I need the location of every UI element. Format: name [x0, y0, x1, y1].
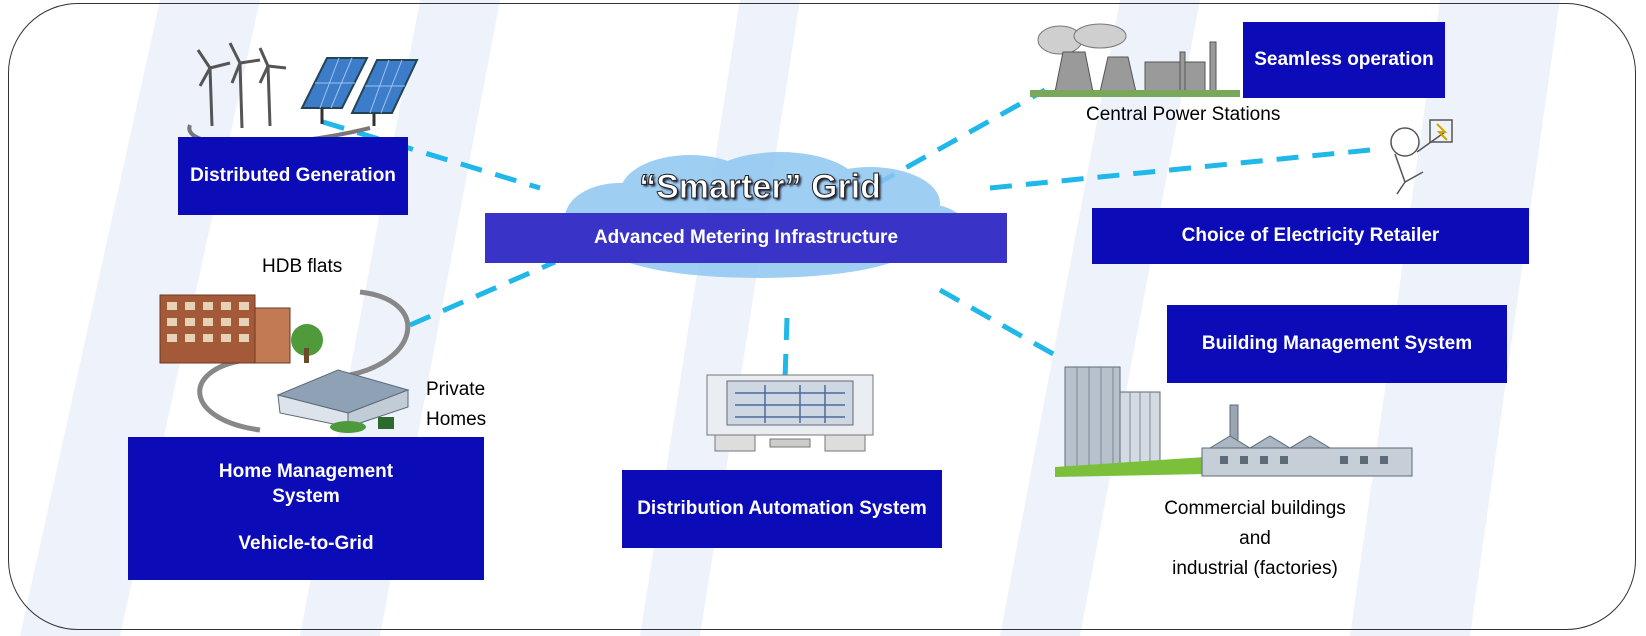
label-central-power-stations: Central Power Stations [1086, 104, 1281, 125]
homes-loop [197, 289, 411, 433]
office-tower-icon [1055, 366, 1205, 477]
label-private-1: Private [426, 379, 486, 400]
box-choice-of-retailer: Choice of Electricity Retailer [1092, 208, 1529, 264]
control-console-icon [706, 374, 874, 452]
label-commercial-3: industrial (factories) [1172, 558, 1338, 579]
solar-panel-icon [300, 57, 419, 126]
label-hdb-flats: HDB flats [262, 256, 343, 277]
box-seamless-operation: Seamless operation [1243, 22, 1445, 98]
label-commercial-1: Commercial buildings [1164, 498, 1346, 519]
hub-advanced-metering: Advanced Metering Infrastructure [485, 213, 1007, 263]
line-to-power-stations [873, 87, 1047, 188]
factory-icon [1201, 404, 1413, 477]
home-management-label: Home Management System [218, 461, 394, 508]
apartment-building-icon [159, 294, 323, 364]
box-home-management: Home Management System Vehicle-to-Grid [128, 437, 484, 580]
rounded-frame [8, 3, 1636, 630]
cartoon-person-icon [1390, 119, 1453, 195]
label-private-2: Homes [426, 409, 487, 430]
line-to-retailer [989, 147, 1371, 191]
line-to-distribution [782, 317, 790, 381]
line-to-buildings [938, 287, 1057, 358]
vehicle-to-grid-label: Vehicle-to-Grid [238, 532, 374, 554]
grid-title: “Smarter” Grid [639, 167, 882, 206]
wind-turbine-icon [196, 42, 287, 128]
house-icon [276, 369, 410, 433]
label-commercial-2: and [1239, 528, 1271, 549]
power-station-icon [1030, 23, 1240, 97]
box-building-management: Building Management System [1167, 305, 1507, 383]
box-distributed-generation: Distributed Generation [178, 137, 408, 215]
line-to-homes [409, 259, 556, 328]
box-distribution-automation: Distribution Automation System [622, 470, 942, 548]
line-to-generation [322, 119, 541, 191]
